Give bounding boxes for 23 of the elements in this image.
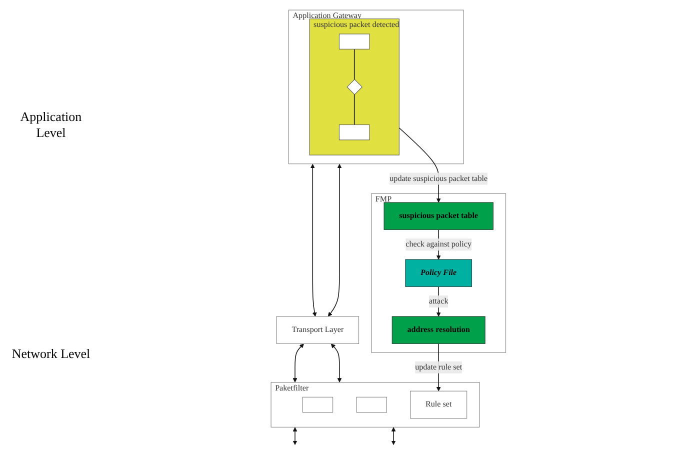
arrow bbox=[390, 427, 396, 446]
node-box: Transport Layer bbox=[276, 316, 359, 344]
level-label: Application Level bbox=[19, 108, 83, 140]
node-diamond bbox=[346, 79, 362, 95]
edge-label: update rule set bbox=[414, 362, 462, 372]
arrow bbox=[310, 164, 316, 317]
cluster: suspicious packet detected bbox=[308, 18, 399, 156]
node-box bbox=[338, 34, 370, 50]
arrow bbox=[292, 427, 297, 446]
node-box bbox=[356, 396, 387, 413]
edge-label: attack bbox=[428, 297, 448, 306]
arrow bbox=[327, 164, 342, 317]
edge-label: update suspicious packet table bbox=[389, 174, 488, 183]
node-box bbox=[338, 124, 370, 140]
level-label: Network Level bbox=[10, 346, 92, 362]
node-box bbox=[302, 396, 333, 413]
node-box: suspicious packet table bbox=[383, 202, 494, 230]
node-box: address resolution bbox=[391, 316, 485, 344]
arrow bbox=[292, 344, 304, 382]
arrow bbox=[330, 344, 342, 382]
edge-label: check against policy bbox=[405, 240, 472, 249]
node-box: Policy File bbox=[404, 259, 472, 287]
node-box: Rule set bbox=[410, 390, 467, 419]
